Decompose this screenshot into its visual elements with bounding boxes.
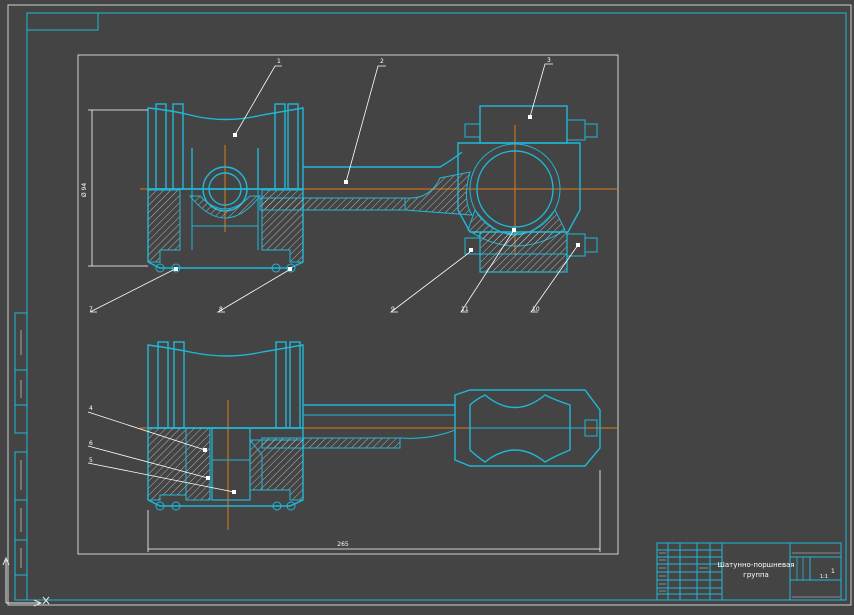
rod-shank-bottom bbox=[262, 405, 455, 448]
callout-9: 9 bbox=[391, 306, 395, 313]
callout-3: 3 bbox=[547, 57, 551, 64]
length-dimension bbox=[148, 470, 600, 552]
callout-7: 7 bbox=[89, 306, 93, 313]
drawing-scale: 1:1 bbox=[820, 574, 828, 580]
ucs-axis-icon bbox=[3, 558, 49, 606]
callout-1: 1 bbox=[277, 58, 281, 65]
title-block-text: Шатунно-поршневая группа 1 1:1 bbox=[717, 561, 835, 580]
drawing-title-line1: Шатунно-поршневая bbox=[717, 561, 794, 569]
callout-8: 8 bbox=[219, 306, 223, 313]
bottom-view: 265 bbox=[140, 342, 617, 552]
diameter-label: Ø 94 bbox=[81, 183, 88, 197]
sheet-count: 1 bbox=[831, 568, 835, 575]
callout-4: 4 bbox=[89, 405, 93, 412]
callout-2: 2 bbox=[380, 58, 384, 65]
callout-5: 5 bbox=[89, 457, 93, 464]
rod-shank-top bbox=[260, 152, 472, 215]
diameter-dimension bbox=[88, 110, 148, 266]
length-label: 265 bbox=[337, 541, 349, 548]
leader-dots bbox=[174, 115, 580, 494]
drawing-title-line2: группа bbox=[743, 571, 769, 579]
callout-10: 10 bbox=[532, 306, 540, 313]
sheet-frame bbox=[8, 5, 851, 605]
top-view: Ø 94 bbox=[81, 104, 617, 272]
big-end-bottom bbox=[455, 390, 600, 466]
callout-6: 6 bbox=[89, 440, 93, 447]
callout-11: 11 bbox=[461, 306, 469, 313]
piston-bottom-view bbox=[148, 342, 303, 428]
